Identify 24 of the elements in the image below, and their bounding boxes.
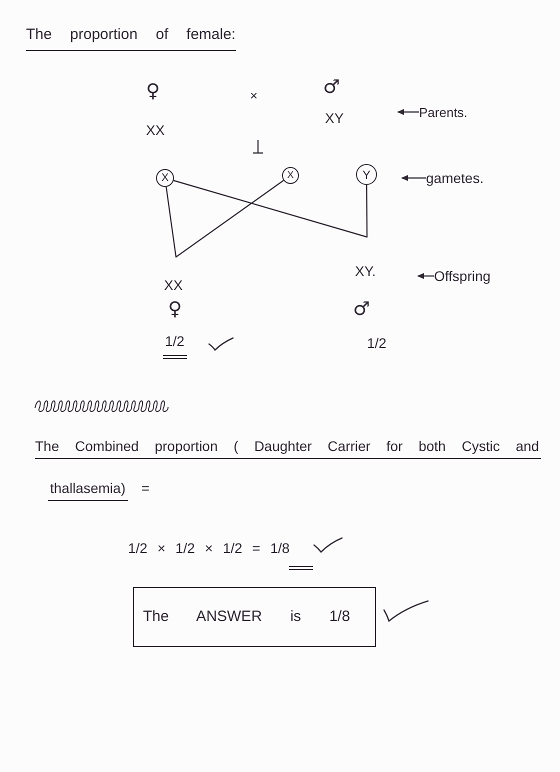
annotation-label: Parents.	[419, 103, 473, 121]
genotype-label: XX	[164, 277, 183, 294]
fraction-label: 1/2	[367, 335, 386, 352]
answer-frame	[133, 587, 376, 647]
connector-line	[173, 180, 368, 238]
genotype-label: XX	[146, 122, 165, 140]
equation-text: 1/2 × 1/2 × 1/2 = 1/8	[128, 540, 290, 558]
answer-text: The ANSWER is 1/8	[143, 606, 350, 627]
female-symbol: ♀	[146, 80, 160, 104]
fraction-label: 1/2	[165, 333, 184, 350]
sentence-text: The Combined proportion ( Daughter Carrier for both Cystic and thallasemia) =	[35, 437, 540, 498]
leader-arrow	[401, 175, 426, 181]
genotype-label: XY	[325, 110, 344, 128]
female-symbol: ♀	[168, 298, 182, 322]
annotation-label: Offspring	[434, 266, 504, 286]
genotype-label: XY.	[355, 263, 376, 280]
male-symbol: ♂	[323, 76, 340, 100]
connector-line	[166, 180, 284, 258]
male-symbol: ♂	[353, 298, 370, 322]
page-title: The proportion of female:	[26, 25, 236, 51]
annotation-label: gametes.	[426, 168, 494, 188]
cross-sign: ×	[250, 88, 258, 104]
leader-arrow	[397, 109, 419, 115]
leader-arrow	[417, 273, 434, 279]
